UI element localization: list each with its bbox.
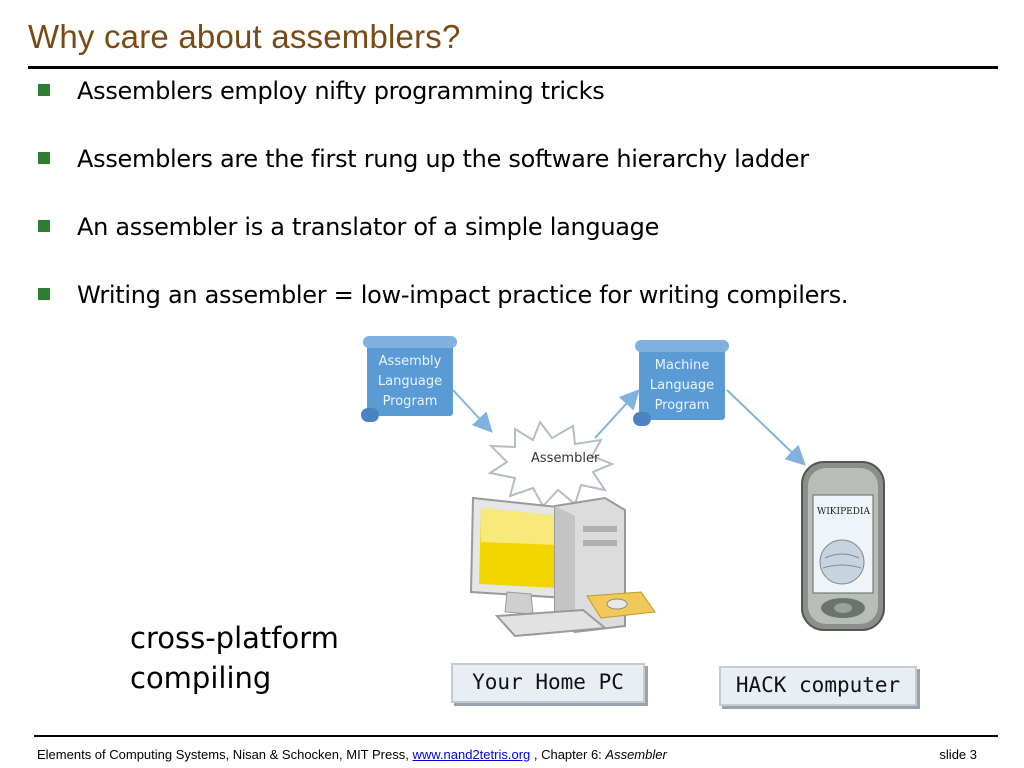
hack-computer-label: HACK computer bbox=[719, 666, 917, 706]
assembler-starburst bbox=[487, 419, 615, 508]
cross-platform-caption: cross-platform compiling bbox=[130, 618, 339, 698]
caption-line: cross-platform bbox=[130, 621, 339, 655]
bullet-item: Assemblers employ nifty programming tric… bbox=[38, 74, 998, 142]
scroll-label-line: Program bbox=[382, 394, 438, 409]
footer-website-link[interactable]: www.nand2tetris.org bbox=[412, 747, 531, 762]
bullet-square-icon bbox=[38, 288, 50, 300]
bullet-text: An assembler is a translator of a simple… bbox=[77, 213, 660, 241]
home-pc-label: Your Home PC bbox=[451, 663, 645, 703]
title-divider bbox=[28, 66, 998, 69]
footer-divider bbox=[34, 735, 998, 737]
diagram-graphics: WIKIPEDIA Assembler bbox=[452, 389, 885, 638]
hack-device-icon bbox=[801, 461, 885, 631]
scroll-label-line: Language bbox=[377, 374, 443, 389]
home-pc-icon bbox=[469, 496, 656, 638]
phone-screen-label: WIKIPEDIA bbox=[817, 507, 870, 517]
scroll-label-line: Program bbox=[654, 398, 710, 413]
bullet-item: An assembler is a translator of a simple… bbox=[38, 210, 998, 278]
footer: Elements of Computing Systems, Nisan & S… bbox=[37, 747, 977, 762]
bullet-text: Writing an assembler = low-impact practi… bbox=[77, 281, 849, 309]
scroll-label-line: Language bbox=[649, 378, 715, 393]
scroll-label: Assembly Language Program bbox=[367, 342, 453, 412]
scroll-curl-bottom bbox=[361, 408, 379, 422]
assembler-label: Assembler bbox=[531, 451, 600, 466]
machine-program-scroll: Machine Language Program bbox=[633, 340, 729, 426]
scroll-curl-bottom bbox=[633, 412, 651, 426]
bullet-text: Assemblers are the first rung up the sof… bbox=[77, 145, 809, 173]
scroll-label-line: Machine bbox=[654, 358, 710, 373]
bullet-square-icon bbox=[38, 220, 50, 232]
scroll-curl-top bbox=[363, 336, 457, 348]
bullet-item: Writing an assembler = low-impact practi… bbox=[38, 278, 998, 346]
assembler-diagram: Assembly Language Program Machine Langua… bbox=[355, 330, 945, 715]
bullet-square-icon bbox=[38, 84, 50, 96]
footer-citation: Elements of Computing Systems, Nisan & S… bbox=[37, 747, 413, 762]
caption-line: compiling bbox=[130, 661, 272, 695]
bullet-text: Assemblers employ nifty programming tric… bbox=[77, 77, 605, 105]
bullet-square-icon bbox=[38, 152, 50, 164]
scroll-label-line: Assembly bbox=[378, 354, 442, 369]
footer-chapter-prefix: , Chapter 6: bbox=[530, 747, 606, 762]
arrow-to-assembler bbox=[452, 389, 493, 433]
footer-chapter-name: Assembler bbox=[605, 747, 667, 762]
bullet-item: Assemblers are the first rung up the sof… bbox=[38, 142, 998, 210]
slide-title: Why care about assemblers? bbox=[28, 18, 461, 55]
arrow-to-machine-code bbox=[594, 389, 640, 439]
assembly-program-scroll: Assembly Language Program bbox=[361, 336, 457, 422]
slide-number: slide 3 bbox=[939, 747, 977, 762]
arrow-to-hack bbox=[726, 389, 806, 466]
scroll-label: Machine Language Program bbox=[639, 346, 725, 416]
scroll-curl-top bbox=[635, 340, 729, 352]
bullet-list: Assemblers employ nifty programming tric… bbox=[38, 74, 998, 346]
